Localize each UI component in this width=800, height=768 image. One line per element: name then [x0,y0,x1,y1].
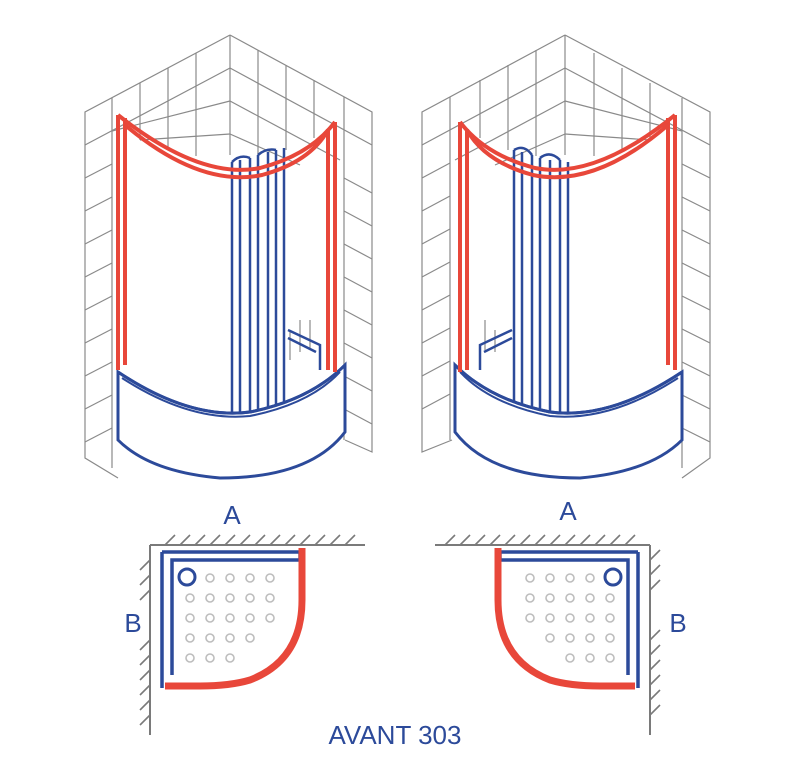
left-plan-hatch-ticks [139,534,356,726]
right-wall-tiles [421,34,711,479]
left-sliding-doors [230,148,322,412]
right-plan-hatch-ticks [444,534,661,716]
right-plan-drain [603,567,623,587]
left-width-label: A [223,500,241,530]
right-depth-label: B [669,608,686,638]
right-plan-hatching [435,544,651,735]
left-plan-profile [165,548,306,690]
left-wall-profiles [116,113,337,372]
left-wall-tiles [84,34,373,479]
right-sliding-doors [478,146,570,412]
right-plan-tray-dots [525,573,615,663]
right-width-label: A [559,496,577,526]
left-depth-label: B [124,608,141,638]
left-plan-tray [160,550,302,688]
right-plan-tray [498,550,640,688]
right-shower-tray [453,361,684,480]
left-shower-tray [116,361,347,480]
left-plan-hatching [149,544,365,735]
right-wall-profiles [458,113,677,372]
left-plan-drain [177,567,197,587]
left-plan-tray-dots [185,573,275,663]
model-caption: AVANT 303 [329,720,462,750]
right-plan-profile [494,548,635,690]
